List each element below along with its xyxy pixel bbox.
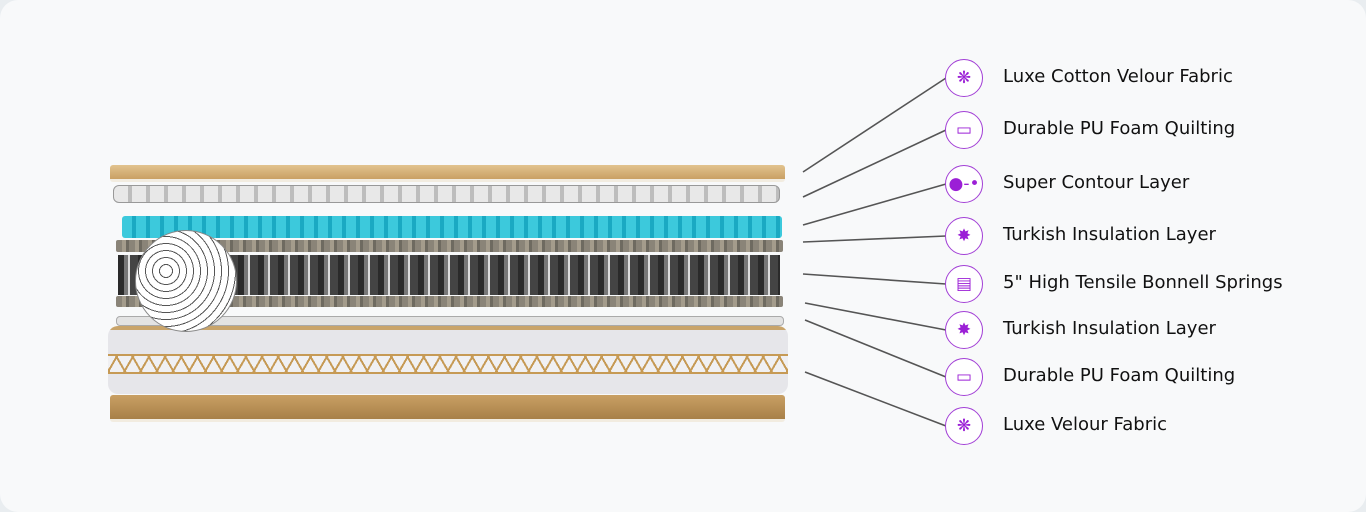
fabric-icon: ❋ — [945, 407, 983, 445]
leader-line — [804, 319, 947, 378]
leader-line — [804, 371, 947, 427]
layer-label: Durable PU Foam Quilting — [1003, 118, 1236, 139]
leader-line — [802, 77, 947, 173]
layer-label: Durable PU Foam Quilting — [1003, 365, 1236, 386]
leader-line — [804, 302, 947, 331]
layer-label: Super Contour Layer — [1003, 172, 1190, 193]
foam-quilting-icon: ▭ — [945, 358, 983, 396]
springs-icon: ▤ — [945, 265, 983, 303]
insulation-icon: ✸ — [945, 217, 983, 255]
layer-label: Luxe Velour Fabric — [1003, 414, 1168, 435]
insulation-icon: ✸ — [945, 311, 983, 349]
layer-label: Luxe Cotton Velour Fabric — [1003, 66, 1233, 87]
layer-label: Turkish Insulation Layer — [1003, 224, 1216, 245]
contour-dots-icon: ●-• — [945, 165, 983, 203]
insulation-layer-bottom — [116, 296, 783, 307]
spring-magnifier — [135, 230, 237, 332]
leader-line — [802, 273, 947, 285]
top-fabric-layer — [110, 165, 785, 182]
contour-foam-layer — [122, 216, 782, 238]
leader-line — [802, 183, 947, 226]
fabric-icon: ❋ — [945, 59, 983, 97]
border-pattern — [108, 356, 788, 372]
layer-label: 5" High Tensile Bonnell Springs — [1003, 272, 1283, 293]
leader-line — [802, 235, 947, 243]
foam-quilting-icon: ▭ — [945, 111, 983, 149]
bottom-quilting-layer — [116, 316, 784, 326]
top-quilting-layer — [113, 185, 780, 203]
bottom-fabric-layer — [110, 395, 785, 422]
insulation-layer-top — [116, 240, 783, 252]
layer-label: Turkish Insulation Layer — [1003, 318, 1216, 339]
leader-line — [802, 129, 947, 198]
